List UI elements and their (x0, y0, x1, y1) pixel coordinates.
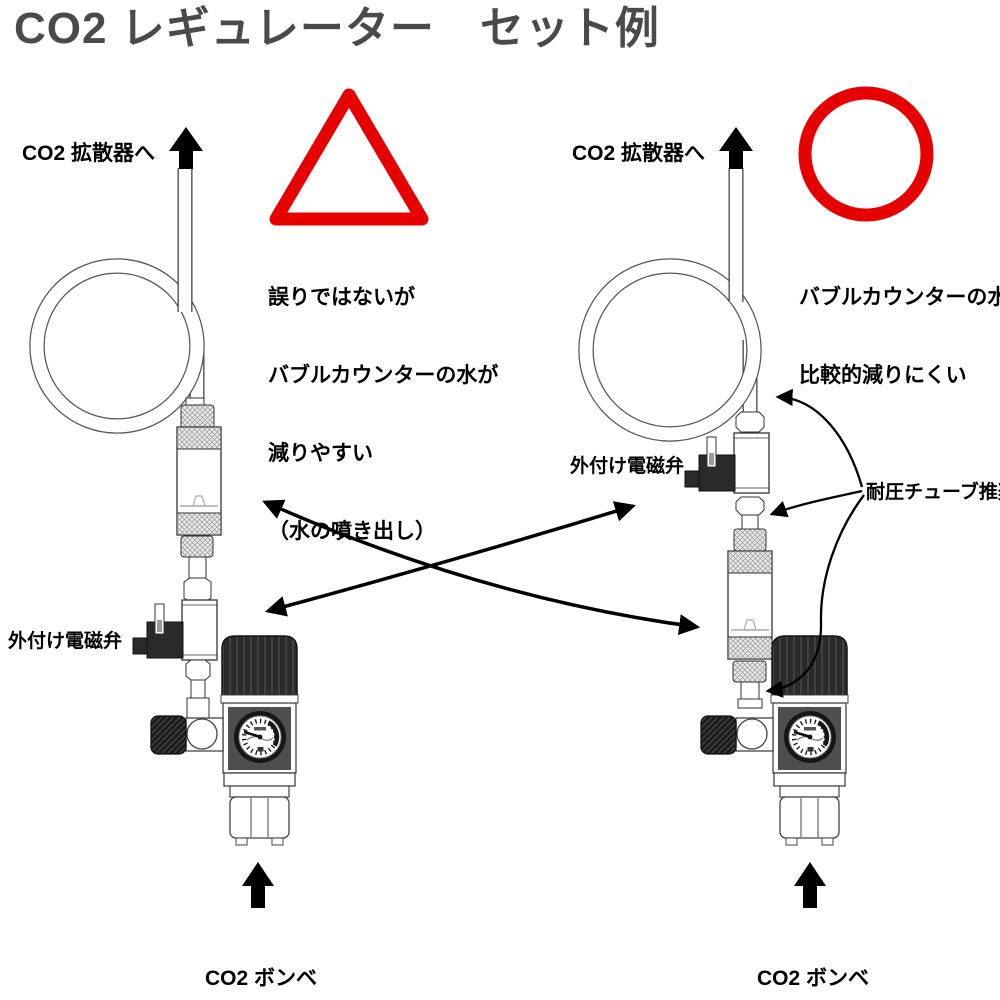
page-title: CO2 レギュレーター セット例 (14, 4, 660, 53)
right-bubble-counter (727, 514, 773, 709)
right-source-arrow-icon (794, 862, 826, 908)
right-up-arrow-icon (719, 127, 753, 169)
right-diffuser-label: CO2 拡散器へ (572, 142, 706, 165)
tube-callout-arrows (765, 388, 865, 698)
left-source-line: CO2 ボンベ (205, 967, 318, 990)
left-note-line: バブルカウンターの水が (268, 364, 499, 387)
right-solenoid-valve (684, 411, 770, 516)
pressure-tube-label: 耐圧チューブ推奨 (866, 482, 1000, 503)
right-regulator (701, 636, 848, 845)
right-solenoid-label: 外付け電磁弁 (570, 456, 685, 477)
left-setup (29, 127, 298, 908)
left-note: 誤りではないが バブルカウンターの水が 減りやすい （水の噴き出し） (268, 233, 498, 571)
right-source-line: CO2 ボンベ (757, 967, 870, 990)
left-diffuser-label: CO2 拡散器へ (22, 142, 156, 165)
right-note-line: 比較的減りにくい (799, 364, 967, 387)
left-source-arrow-icon (242, 862, 274, 908)
right-tube-coil (578, 258, 762, 442)
left-up-arrow-icon (169, 127, 203, 169)
right-note: バブルカウンターの水が 比較的減りにくい (799, 233, 1000, 415)
right-source-label: CO2 ボンベ CO2 シリンダー 小型 CO2 カートリッジ等 (757, 911, 1000, 1000)
left-note-line: （水の噴き出し） (268, 520, 436, 543)
right-note-line: バブルカウンターの水が (799, 286, 1000, 309)
left-note-line: 誤りではないが (268, 286, 415, 309)
swap-arrow-bottom (264, 501, 637, 617)
warning-triangle-icon (269, 88, 429, 226)
left-note-line: 減りやすい (268, 442, 373, 465)
left-solenoid-label: 外付け電磁弁 (8, 631, 123, 652)
left-bubble-counter (176, 397, 222, 603)
ok-circle-icon (798, 86, 934, 222)
left-tube-coil (29, 258, 205, 434)
left-regulator (151, 636, 298, 845)
right-setup (578, 127, 848, 908)
left-solenoid-valve (132, 599, 218, 719)
left-source-label: CO2 ボンベ CO2 シリンダー 小型 CO2 カートリッジ等 (205, 911, 449, 1000)
